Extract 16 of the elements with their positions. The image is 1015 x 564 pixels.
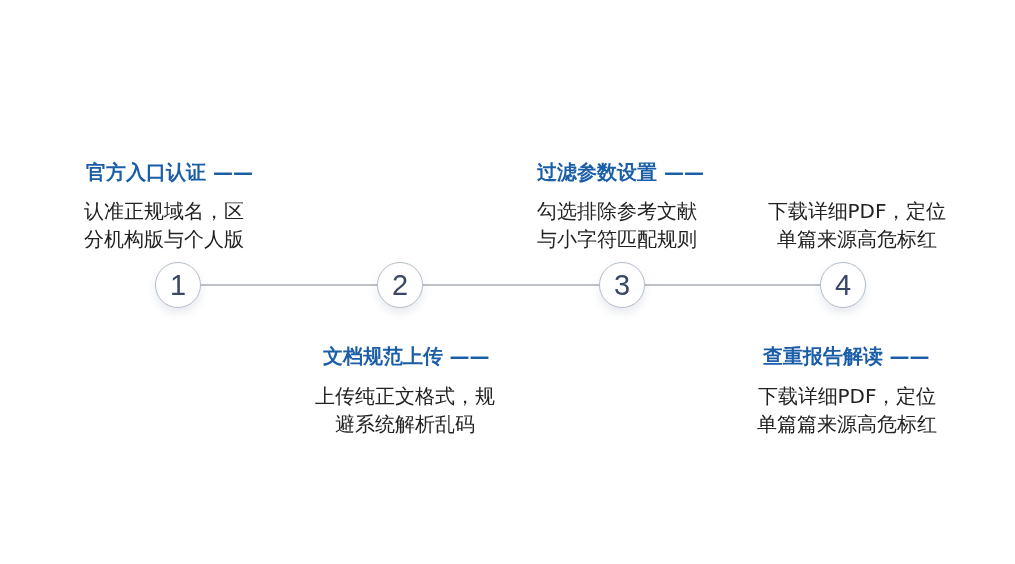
step-heading: 过滤参数设置 —— (537, 159, 704, 186)
step-heading: 官方入口认证 —— (86, 159, 253, 186)
step-description: 上传纯正文格式，规避系统解析乱码 (314, 383, 496, 438)
connector-line (200, 284, 378, 286)
connector-line (644, 284, 821, 286)
connector-line (422, 284, 600, 286)
step-circle: 3 (599, 262, 645, 308)
step-circle: 1 (155, 262, 201, 308)
step-heading: 文档规范上传 —— (322, 343, 490, 370)
step-description: 认准正规域名，区分机构版与个人版 (84, 198, 245, 253)
step-circle: 4 (820, 262, 866, 308)
step-description: 勾选排除参考文献与小字符匹配规则 (537, 198, 698, 253)
step-heading: 查重报告解读 —— (762, 343, 930, 370)
step-circle: 2 (377, 262, 423, 308)
step-description: 下载详细PDF，定位单篇来源高危标红 (766, 198, 948, 253)
step-description: 下载详细PDF，定位单篇篇来源高危标红 (756, 383, 938, 438)
